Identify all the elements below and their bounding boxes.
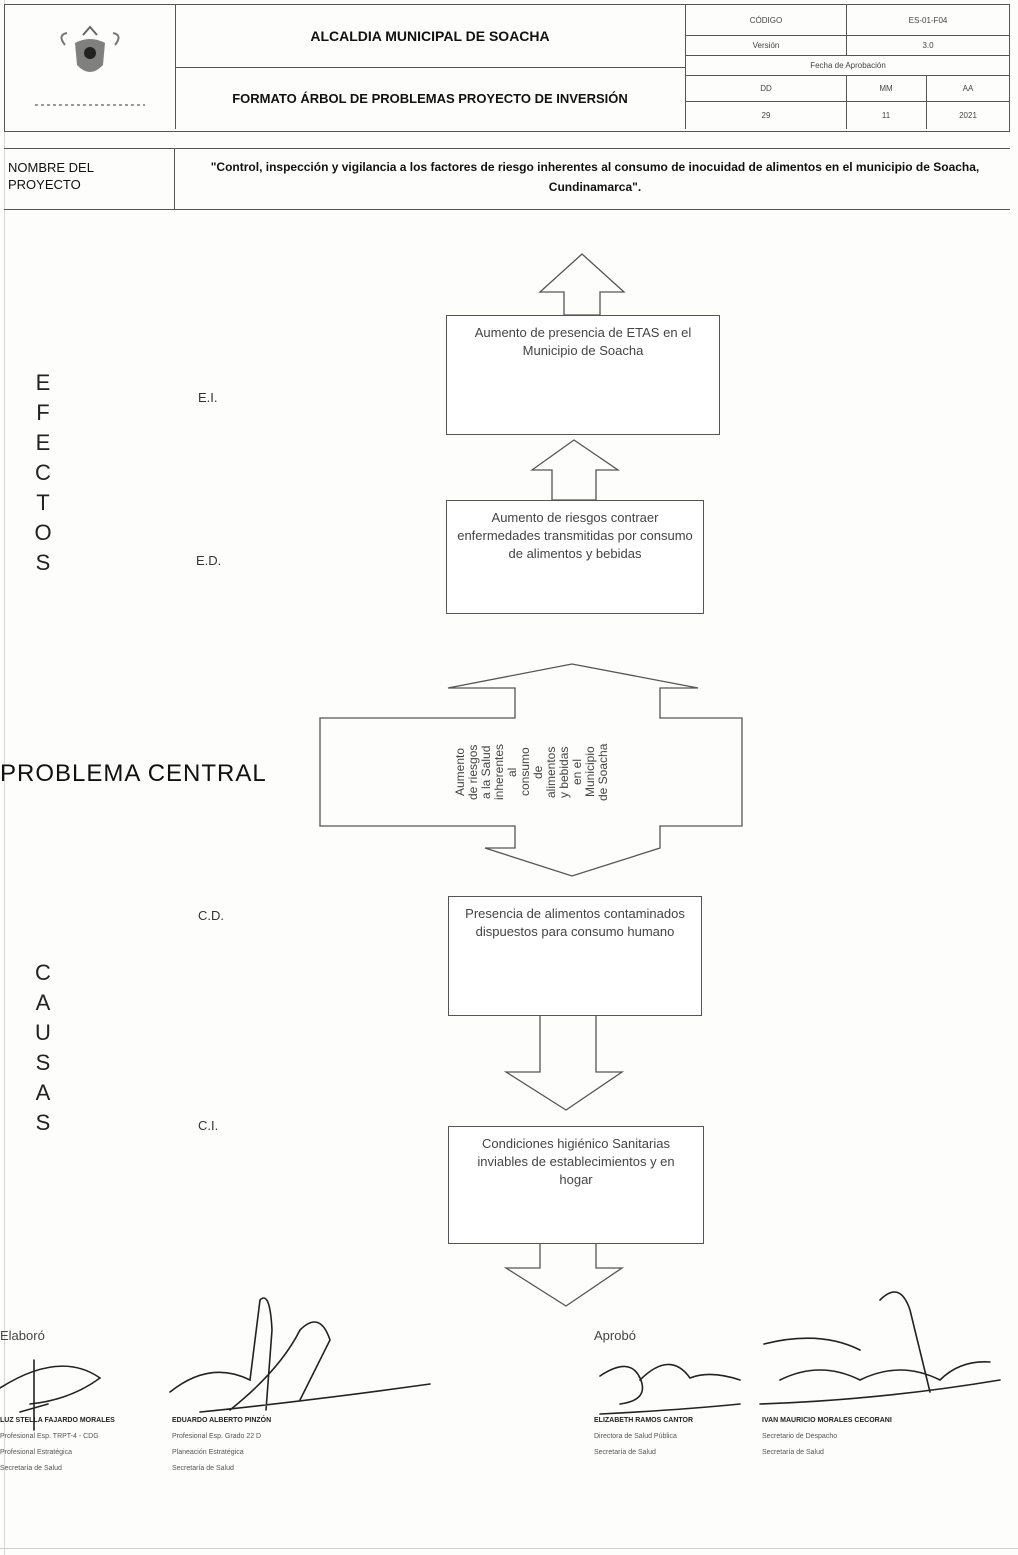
signer-2: EDUARDO ALBERTO PINZÓN Profesional Esp. … (172, 1417, 272, 1472)
document-header: ALCALDIA MUNICIPAL DE SOACHA FORMATO ÁRB… (4, 4, 1010, 132)
signature-4 (759, 1291, 1001, 1405)
meta-row-date-values: 29 11 2021 (686, 101, 1010, 129)
central-problem-label: PROBLEMA CENTRAL (0, 760, 267, 787)
page-edge-bottom (0, 1548, 1018, 1549)
signer-4: IVAN MAURICIO MORALES CECORANI Secretari… (762, 1417, 892, 1456)
meta-row-fecha: Fecha de Aprobación (686, 55, 1010, 76)
dd-label: DD (760, 83, 772, 93)
central-double-arrow (319, 663, 743, 877)
page-edge (4, 0, 5, 1555)
arrow-up-top (538, 253, 626, 316)
meta-row-codigo: CÓDIGO ES-01-F04 (686, 5, 1010, 36)
code-ed: E.D. (196, 553, 222, 568)
code-ci: C.I. (198, 1118, 219, 1133)
mm-value: 11 (881, 110, 891, 120)
dd-value: 29 (761, 110, 771, 120)
project-row: NOMBRE DEL PROYECTO "Control, inspección… (4, 148, 1010, 210)
signature-2 (169, 1297, 431, 1413)
effect-box-indirect: Aumento de presencia de ETAS en el Munic… (446, 315, 720, 435)
arrow-up-middle (529, 439, 621, 501)
cause-box-direct: Presencia de alimentos contaminados disp… (448, 896, 702, 1016)
code-ei: E.I. (198, 390, 218, 405)
meta-row-version: Versión 3.0 (686, 35, 1010, 56)
signer-3: ELIZABETH RAMOS CANTOR Directora de Salu… (594, 1417, 694, 1456)
municipal-shield-logo (35, 25, 145, 106)
signature-1 (0, 1359, 102, 1431)
meta-row-date-labels: DD MM AA (686, 75, 1010, 102)
metadata-table: CÓDIGO ES-01-F04 Versión 3.0 Fecha de Ap… (685, 5, 1010, 129)
form-title: FORMATO ÁRBOL DE PROBLEMAS PROYECTO DE I… (232, 90, 628, 106)
mm-label: MM (879, 83, 893, 93)
signature-3 (599, 1363, 741, 1415)
version-value: 3.0 (922, 40, 934, 50)
codigo-label: CÓDIGO (749, 15, 783, 25)
signer-1: LUZ STELLA FAJARDO MORALES Profesional E… (0, 1417, 115, 1472)
codigo-value: ES-01-F04 (908, 15, 948, 25)
aa-value: 2021 (959, 110, 977, 120)
code-cd: C.D. (198, 908, 224, 923)
project-name: "Control, inspección y vigilancia a los … (210, 160, 980, 194)
project-label: NOMBRE DEL PROYECTO (8, 160, 94, 192)
aprobo-label: Aprobó (594, 1328, 636, 1343)
version-label: Versión (752, 40, 780, 50)
institution-title: ALCALDIA MUNICIPAL DE SOACHA (175, 5, 685, 68)
elaboro-label: Elaboró (0, 1328, 45, 1343)
aa-label: AA (962, 83, 974, 93)
fecha-label: Fecha de Aprobación (810, 60, 886, 70)
cause-box-indirect: Condiciones higiénico Sanitarias inviabl… (448, 1126, 704, 1244)
effect-box-direct: Aumento de riesgos contraer enfermedades… (446, 500, 704, 614)
